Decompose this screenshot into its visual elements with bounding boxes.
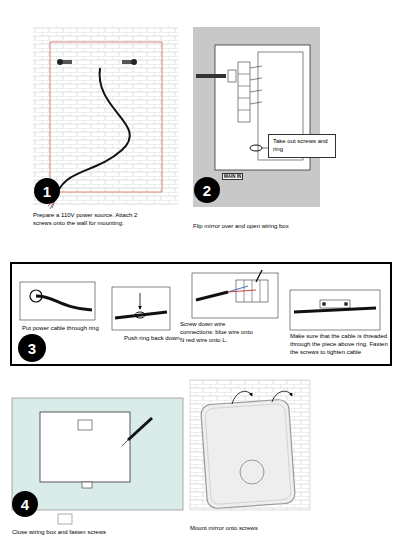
step-caption: Screw down wire connections: blue wire o… (180, 320, 258, 344)
mirror-back (12, 398, 183, 510)
cable-clamp (320, 300, 350, 308)
terminal-block (238, 62, 262, 122)
step-number: 1 (43, 183, 51, 200)
cable (115, 312, 167, 318)
power-cable (55, 68, 130, 200)
mount-arrow (232, 391, 252, 404)
wall-panel (33, 25, 178, 209)
brick-wall (33, 25, 178, 205)
mirror-outline (50, 42, 162, 192)
step-caption: Make sure that the cable is threaded thr… (290, 332, 388, 356)
cable-gland (228, 70, 236, 82)
cable (196, 74, 226, 78)
wiring-box (40, 412, 130, 482)
sub-picture (192, 273, 278, 318)
brick-wall (190, 380, 310, 510)
cable (36, 296, 92, 310)
step-number: 3 (28, 340, 36, 357)
step-caption: Close wiring box and fasten screws (12, 528, 172, 536)
sub-picture (20, 282, 95, 320)
callout-number: 3 (18, 334, 46, 362)
cable (196, 292, 228, 300)
red-wire (228, 290, 256, 292)
cable-ring (250, 145, 262, 151)
screwdriver-tip (122, 440, 128, 446)
callout-number: 2 (194, 177, 220, 203)
push-arrow (140, 293, 141, 309)
mount-arrow (272, 391, 292, 402)
screw (344, 302, 348, 306)
sub-picture (290, 290, 380, 330)
sub-picture (112, 287, 170, 330)
wall-screw (122, 59, 137, 65)
step-number: 2 (203, 182, 211, 199)
cable-entry (82, 482, 92, 488)
panel-background (193, 27, 320, 207)
cable (294, 308, 376, 312)
mount-panel (190, 380, 310, 510)
led-strip (205, 403, 292, 504)
mirror (200, 399, 295, 509)
wall-screw (57, 59, 72, 65)
callout-box: Take out screws and ring (268, 134, 336, 158)
step-caption: Put power cable through ring (22, 324, 108, 332)
part-label: MAIN IN (222, 173, 243, 180)
cover-plate (78, 420, 92, 430)
screw (322, 302, 326, 306)
step-caption: Take out screws and ring (273, 138, 331, 154)
screwdriver (128, 418, 152, 440)
callout-number: 4 (12, 491, 38, 517)
callout-number: 1 (34, 178, 60, 204)
small-part (58, 514, 72, 524)
step-caption: Prepare a 110V power source. Attach 2 sc… (33, 211, 141, 227)
defog-pad (240, 460, 264, 484)
close-box-panel (12, 398, 183, 524)
cable-ring (135, 312, 145, 318)
step-caption: Flip mirror over and open wiring box (193, 222, 333, 230)
wiring-box-panel (193, 27, 320, 207)
screwdriver (256, 270, 262, 282)
step-frame: 3Put power cable through ringPush ring b… (10, 262, 392, 366)
step-number: 4 (21, 496, 29, 513)
step-caption: Mount mirror onto screws (190, 524, 330, 532)
